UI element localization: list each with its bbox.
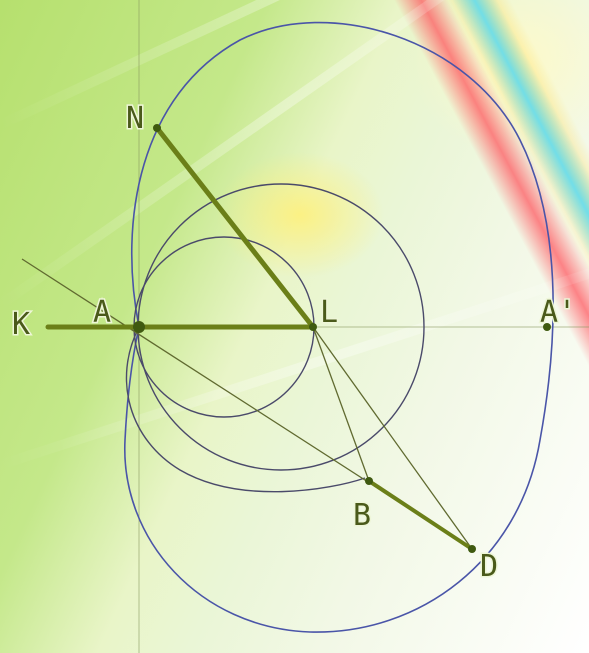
segment-b-d xyxy=(367,479,474,551)
label-b: B xyxy=(353,498,371,533)
point-n-dot xyxy=(153,124,161,132)
point-d-dot xyxy=(468,545,476,553)
lower-loop-curve xyxy=(125,326,366,493)
outer-curve xyxy=(124,21,554,633)
label-k: K xyxy=(12,307,30,342)
segment-l-d xyxy=(312,326,473,550)
label-l: L xyxy=(320,295,338,330)
label-d: D xyxy=(480,549,498,584)
point-b-dot xyxy=(365,477,373,485)
point-a-dot xyxy=(133,321,145,333)
point-l-dot xyxy=(309,323,317,331)
label-a-prime: A' xyxy=(540,295,576,330)
label-a: A xyxy=(93,295,111,330)
segment-n-l xyxy=(154,125,316,330)
segment-l-b xyxy=(312,326,370,482)
point-a-prime-dot xyxy=(543,323,551,331)
label-n: N xyxy=(126,101,144,136)
